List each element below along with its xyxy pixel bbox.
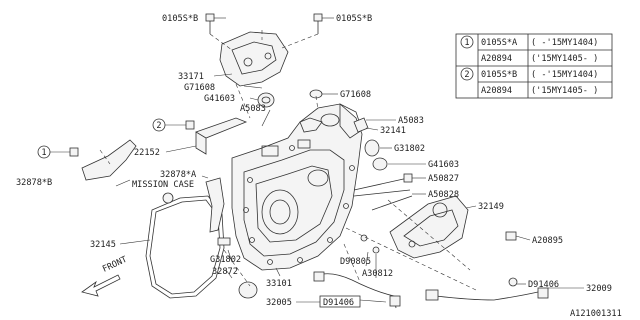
bolt-0105s-b-right	[313, 13, 323, 34]
harness-32009	[435, 291, 539, 301]
bracket-32878a	[205, 177, 225, 233]
legend-row1-part: 0105S*A	[481, 38, 518, 48]
legend-row3-range: ( -'15MY1404)	[531, 70, 598, 80]
part-32872	[217, 237, 231, 246]
bolt-0105s-b-left	[205, 13, 215, 34]
label-32005: 32005	[266, 298, 292, 308]
label-d91406-b: D91406	[323, 298, 354, 308]
legend-row3-part: 0105S*B	[481, 70, 517, 80]
legend-row1-range: ( -'15MY1404)	[531, 38, 598, 48]
shaft-a50827	[353, 177, 409, 191]
seal-g31802-a	[364, 139, 380, 157]
bolt-callout-2	[185, 120, 195, 130]
label-a5083-b: A5083	[398, 116, 424, 126]
front-label: FRONT	[101, 255, 129, 275]
legend-key-1: 1	[464, 38, 469, 48]
case-33101-body	[231, 103, 363, 271]
bracket-32878b	[81, 139, 137, 181]
bolt-a50828	[371, 195, 413, 211]
transmission-case-drawing	[231, 103, 363, 271]
label-33171: 33171	[178, 72, 204, 82]
bolt-callout-1	[69, 147, 79, 157]
label-32141: 32141	[380, 126, 406, 136]
label-32872: 32872	[212, 267, 238, 277]
harness-32005	[315, 273, 397, 309]
legend-row4-range: ('15MY1405- )	[531, 86, 598, 96]
cover-33171	[219, 31, 289, 87]
label-a50827: A50827	[428, 174, 459, 184]
legend-row2-range: ('15MY1405- )	[531, 54, 598, 64]
label-32878b: 32878*B	[16, 178, 52, 188]
label-0105s-b-left: 0105S*B	[162, 14, 198, 24]
label-d91406-a: D91406	[528, 280, 559, 290]
label-32009: 32009	[586, 284, 612, 294]
plug-32141	[353, 117, 369, 133]
label-g71608-b: G71608	[340, 90, 371, 100]
label-32145: 32145	[90, 240, 116, 250]
diagram-code: A121001311	[570, 309, 622, 319]
label-a5083-a: A5083	[240, 104, 266, 114]
callout-1-label: 1	[41, 148, 46, 158]
bolt-32145	[162, 192, 174, 204]
seal-g41603-b	[372, 157, 388, 171]
label-0105s-b-right: 0105S*B	[336, 14, 372, 24]
label-32149: 32149	[478, 202, 504, 212]
label-32878a: 32878*A	[160, 170, 197, 180]
label-g71608-a: G71608	[184, 83, 215, 93]
plate-22152	[195, 117, 248, 155]
legend-key-2: 2	[464, 70, 469, 80]
legend-circle-1	[460, 35, 474, 49]
label-g41603-b: G41603	[428, 160, 459, 170]
label-d90805: D90805	[340, 257, 371, 267]
label-a50828: A50828	[428, 190, 459, 200]
label-22152: 22152	[134, 148, 160, 158]
legend-circle-2	[460, 67, 474, 81]
front-arrow: FRONT	[81, 255, 129, 297]
label-g31802-a: G31802	[394, 144, 425, 154]
d91406-b-box	[319, 295, 361, 308]
label-a30812: A30812	[362, 269, 393, 279]
label-g41603-a: G41603	[204, 94, 235, 104]
label-g31802-b: G31802	[210, 255, 241, 265]
bolt-a20895	[505, 231, 517, 241]
seal-g31802-b	[238, 281, 258, 299]
legend-row4-part: A20894	[481, 86, 512, 96]
label-33101: 33101	[266, 279, 292, 289]
callout-2-label: 2	[156, 121, 161, 131]
assembly-32149	[389, 195, 469, 259]
label-a20895: A20895	[532, 236, 563, 246]
gasket-32145	[145, 195, 225, 299]
legend-table: 1 2 0105S*A ( -'15MY1404) A20894 ('15MY1…	[455, 33, 613, 99]
label-mission-case: MISSION CASE	[132, 180, 194, 190]
legend-row2-part: A20894	[481, 54, 512, 64]
